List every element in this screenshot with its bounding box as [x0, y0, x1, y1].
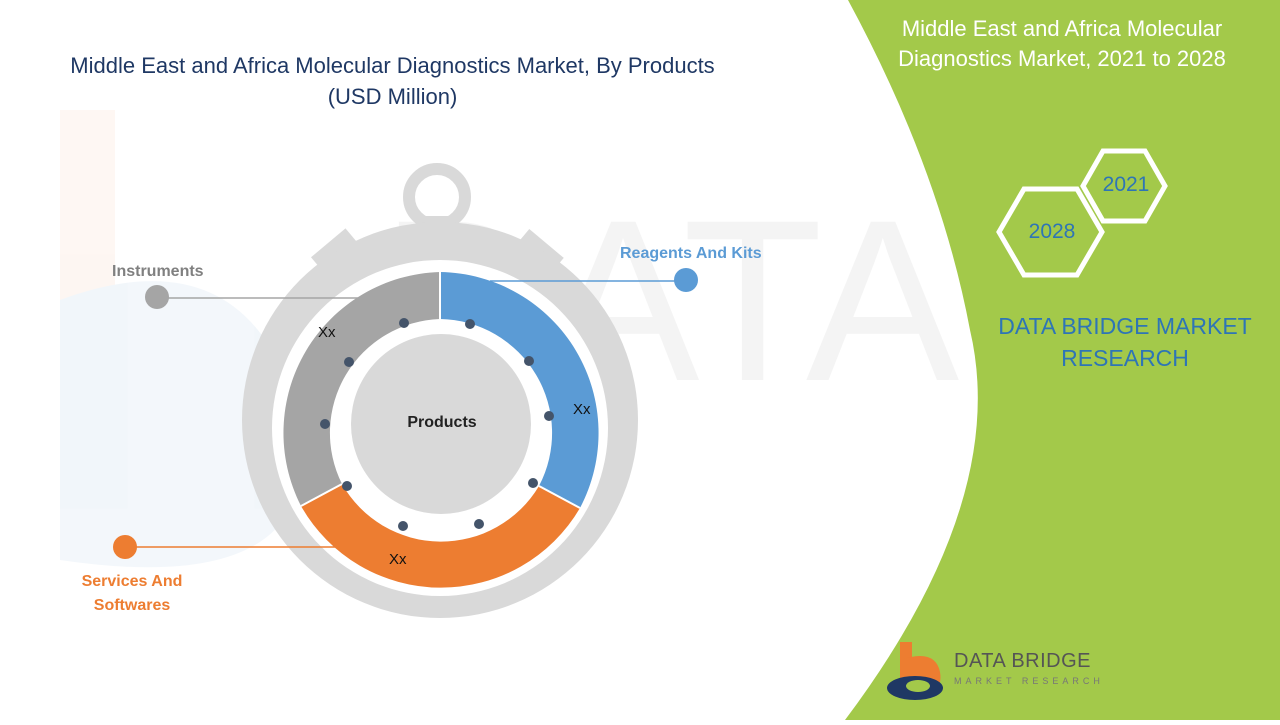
- center-label: Products: [407, 414, 477, 431]
- brand-name: DATA BRIDGE MARKET RESEARCH: [985, 310, 1265, 374]
- logo-name: DATA BRIDGE: [954, 650, 1092, 672]
- tick-dot: [320, 419, 330, 429]
- chart-title-line1: Middle East and Africa Molecular Diagnos…: [70, 53, 715, 78]
- inner-disc: [351, 334, 531, 514]
- tick-dots: [320, 318, 554, 531]
- year-2021-label: 2021: [1102, 173, 1150, 196]
- tick-dot: [399, 318, 409, 328]
- hexagon-2021: [1080, 148, 1168, 224]
- reagents-marker: [674, 268, 698, 292]
- services-label-line1: Services And: [81, 573, 183, 590]
- services-marker: [113, 535, 137, 559]
- tick-dot: [344, 357, 354, 367]
- segment-divider: [300, 483, 343, 507]
- services-label-line2: Softwares: [93, 597, 171, 614]
- side-title-line2: Diagnostics Market, 2021 to 2028: [898, 46, 1226, 71]
- segment-instruments: [283, 272, 440, 506]
- chart-title-line2: (USD Million): [327, 84, 458, 109]
- data-bridge-logo-icon: [887, 642, 943, 700]
- tick-dot: [524, 356, 534, 366]
- services-value: Xx: [389, 551, 407, 568]
- reagents-value: Xx: [573, 401, 591, 418]
- side-panel-title: Middle East and Africa Molecular Diagnos…: [862, 14, 1262, 74]
- brand-line1: DATA BRIDGE MARKET: [998, 313, 1252, 339]
- tick-dot: [474, 519, 484, 529]
- tick-dot: [544, 411, 554, 421]
- tick-dot: [398, 521, 408, 531]
- green-side-panel: [845, 0, 1280, 720]
- instruments-label: Instruments: [112, 263, 204, 280]
- side-title-line1: Middle East and Africa Molecular: [901, 16, 1223, 41]
- segment-services-and-softwares: [301, 484, 580, 588]
- hexagon-2028: [996, 186, 1105, 278]
- logo-tagline: MARKET RESEARCH: [954, 676, 1104, 686]
- reagents-and-kits-label: Reagents And Kits: [620, 245, 762, 262]
- tick-dot: [465, 319, 475, 329]
- tick-dot: [342, 481, 352, 491]
- year-2028-label: 2028: [1028, 220, 1076, 243]
- services-and-softwares-label: Services And Softwares: [72, 570, 192, 618]
- brand-line2: RESEARCH: [1061, 345, 1189, 371]
- tick-dot: [528, 478, 538, 488]
- segment-reagents-and-kits: [440, 272, 599, 508]
- instruments-value: Xx: [318, 324, 336, 341]
- chart-title: Middle East and Africa Molecular Diagnos…: [20, 50, 765, 112]
- segment-divider: [538, 485, 581, 509]
- instruments-marker: [145, 285, 169, 309]
